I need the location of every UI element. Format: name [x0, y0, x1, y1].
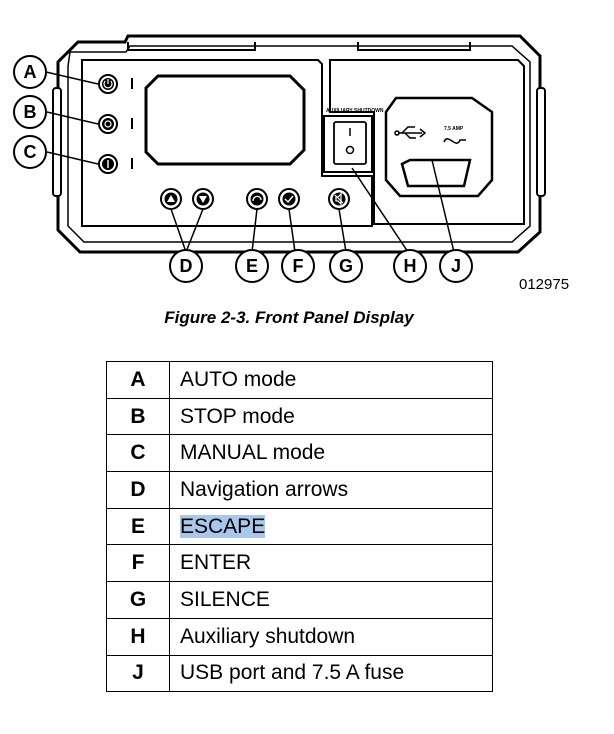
table-row: C MANUAL mode	[106, 434, 493, 473]
svg-text:C: C	[24, 142, 37, 162]
callout-j: J	[439, 249, 473, 283]
legend-key: E	[106, 507, 170, 546]
svg-text:F: F	[293, 256, 304, 276]
figure-number: 012975	[519, 276, 570, 293]
legend-desc: USB port and 7.5 A fuse	[169, 654, 493, 693]
legend-desc: STOP mode	[169, 397, 493, 436]
legend-desc: SILENCE	[169, 581, 493, 619]
table-row: J USB port and 7.5 A fuse	[106, 654, 493, 693]
legend-key: F	[106, 544, 170, 583]
usb-icon	[394, 126, 427, 139]
legend-key: G	[106, 581, 170, 619]
legend-desc: AUTO mode	[169, 361, 493, 399]
callout-f: F	[281, 249, 315, 283]
escape-button[interactable]	[246, 188, 268, 210]
legend-key: B	[106, 397, 170, 436]
selected-text-highlight[interactable]: ESCAPE	[180, 514, 266, 538]
up-arrow-icon	[167, 195, 175, 202]
table-row: B STOP mode	[106, 397, 493, 436]
silence-icon	[334, 192, 344, 206]
enter-icon	[284, 195, 294, 204]
legend-desc: ESCAPE	[169, 507, 493, 546]
svg-text:J: J	[451, 256, 461, 276]
legend-desc-text: Auxiliary shutdown	[180, 624, 356, 648]
table-row: H Auxiliary shutdown	[106, 617, 493, 656]
table-row: D Navigation arrows	[106, 471, 493, 509]
down-arrow-button[interactable]	[192, 188, 214, 210]
callout-e: E	[235, 249, 269, 283]
svg-text:E: E	[246, 256, 258, 276]
right-grip	[536, 87, 546, 197]
left-grip	[52, 87, 62, 197]
table-row: A AUTO mode	[106, 361, 493, 399]
front-panel-diagram: AUXILIARY SHUTDOWN 7.5 AMP	[13, 34, 546, 283]
down-arrow-icon	[199, 196, 207, 203]
callout-c: C	[13, 135, 47, 169]
legend-table: A AUTO mode B STOP mode C MANUAL mode D …	[106, 361, 493, 693]
table-row: E ESCAPE	[106, 507, 493, 546]
callout-h: H	[393, 249, 427, 283]
svg-text:H: H	[404, 256, 417, 276]
svg-text:D: D	[180, 256, 193, 276]
legend-key: D	[106, 471, 170, 509]
fuse-rating-label: 7.5 AMP	[444, 126, 464, 132]
auto-mode-button[interactable]	[98, 74, 118, 94]
manual-mode-button[interactable]	[98, 154, 118, 174]
power-icon	[103, 80, 113, 89]
svg-text:G: G	[339, 256, 353, 276]
legend-desc: Navigation arrows	[169, 471, 493, 509]
legend-desc-text: Navigation arrows	[180, 477, 349, 501]
svg-text:A: A	[24, 62, 37, 82]
legend-desc-text: MANUAL mode	[180, 441, 326, 465]
legend-key: H	[106, 617, 170, 656]
callout-b: B	[13, 95, 47, 129]
callout-a: A	[13, 55, 47, 89]
figure-caption: Figure 2-3. Front Panel Display	[164, 308, 414, 327]
legend-desc: ENTER	[169, 544, 493, 583]
callout-g: G	[329, 249, 363, 283]
legend-desc-text: STOP mode	[180, 404, 295, 428]
stop-icon	[104, 120, 112, 128]
legend-desc-text: SILENCE	[180, 587, 270, 611]
escape-icon	[252, 195, 262, 202]
legend-desc-text: AUTO mode	[180, 367, 297, 391]
table-row: G SILENCE	[106, 581, 493, 619]
table-row: F ENTER	[106, 544, 493, 583]
stop-mode-button[interactable]	[98, 114, 118, 134]
svg-text:B: B	[24, 102, 37, 122]
aux-shutdown-label: AUXILIARY SHUTDOWN	[326, 108, 384, 114]
legend-key: C	[106, 434, 170, 473]
lcd-screen	[144, 74, 306, 166]
up-arrow-button[interactable]	[160, 188, 182, 210]
legend-desc-text: USB port and 7.5 A fuse	[180, 661, 405, 685]
silence-button[interactable]	[328, 188, 350, 210]
legend-key: A	[106, 361, 170, 399]
legend-desc: Auxiliary shutdown	[169, 617, 493, 656]
legend-key: J	[106, 654, 170, 693]
fuse-icon	[443, 138, 466, 144]
callout-d: D	[169, 249, 203, 283]
legend-desc: MANUAL mode	[169, 434, 493, 473]
legend-desc-text: ENTER	[180, 551, 252, 575]
enter-button[interactable]	[278, 188, 300, 210]
